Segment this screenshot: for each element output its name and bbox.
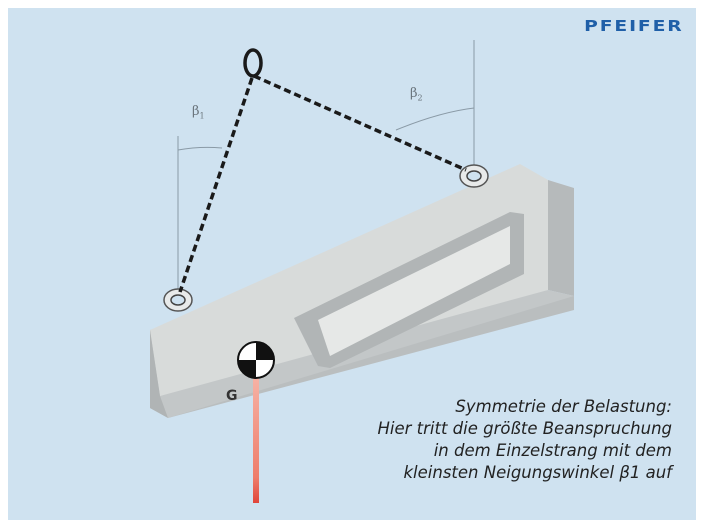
slab-left-face xyxy=(150,330,168,418)
caption-line-4: kleinsten Neigungswinkel β1 auf xyxy=(403,463,672,482)
caption-line-2: Hier tritt die größte Beanspruchung xyxy=(377,419,672,438)
slab-top-face xyxy=(150,164,548,396)
gravity-force-line xyxy=(253,375,259,503)
angle-arc-left xyxy=(177,146,223,151)
center-of-gravity-icon xyxy=(237,341,275,379)
caption-line-1: Symmetrie der Belastung: xyxy=(455,397,672,416)
master-link-icon xyxy=(243,48,263,78)
caption-text: Symmetrie der Belastung: Hier tritt die … xyxy=(232,396,672,484)
sling-left xyxy=(178,77,254,293)
angle-arc-right xyxy=(395,107,475,131)
center-of-gravity-label: G xyxy=(226,388,238,404)
slab-right-face xyxy=(548,180,574,296)
caption-line-3: in dem Einzelstrang mit dem xyxy=(433,441,672,460)
lug-right xyxy=(459,164,489,188)
angle-label-beta2: β2 xyxy=(410,86,423,103)
pfeifer-logo: PFEIFER xyxy=(584,17,684,35)
angle-label-beta1: β1 xyxy=(192,104,205,121)
slab-opening-inner xyxy=(318,226,510,356)
sling-right xyxy=(253,74,467,172)
concrete-slab xyxy=(150,164,574,418)
lug-left xyxy=(163,288,193,312)
